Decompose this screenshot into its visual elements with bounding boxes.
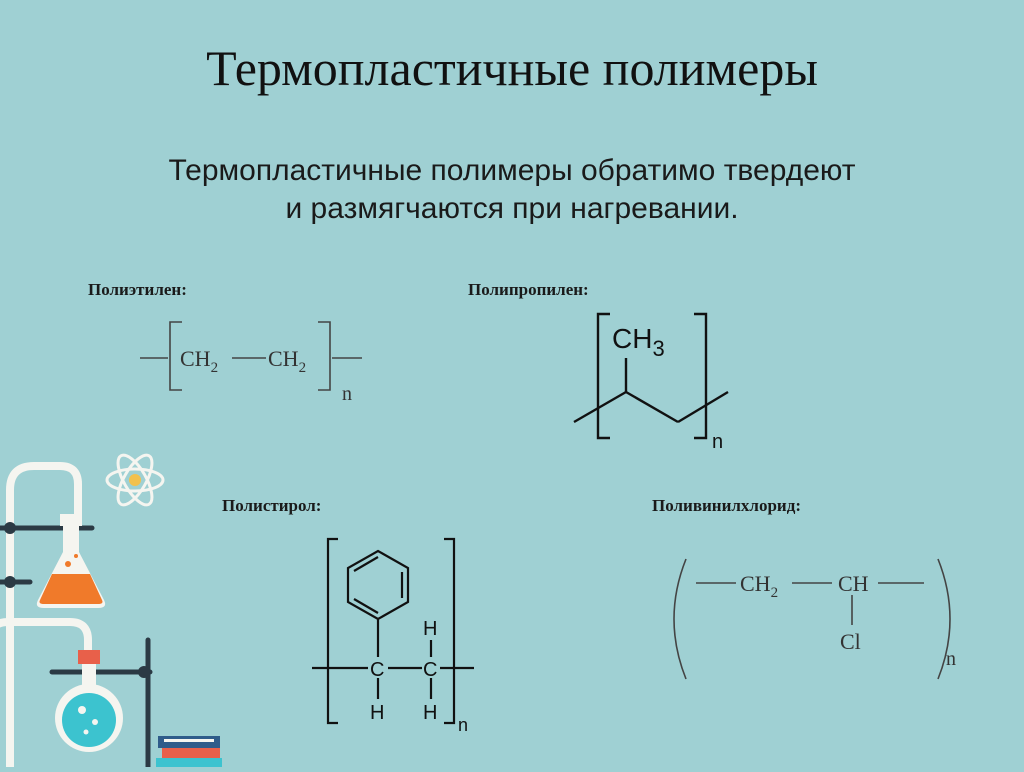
subtitle-line-1: Термопластичные полимеры обратимо тверде… — [168, 154, 856, 187]
polystyrene-c-1: C — [370, 659, 384, 681]
pvc-ch2: CH2 — [740, 571, 778, 601]
polyethylene-n: n — [342, 383, 352, 405]
pvc-cl: Cl — [840, 629, 861, 654]
pvc-formula: CH2 CH Cl n — [662, 555, 972, 690]
lab-illustration — [0, 440, 240, 772]
atom-icon — [105, 453, 165, 507]
polypropylene-n: n — [712, 431, 723, 453]
polyethylene-formula: CH2 CH2 n — [140, 318, 370, 408]
polystyrene-h-bottom-1: H — [370, 702, 384, 724]
pvc-ch: CH — [838, 571, 869, 596]
polystyrene-h-bottom-2: H — [423, 702, 437, 724]
lab-stand-icon — [0, 462, 92, 771]
pvc-label: Поливинилхлорид: — [652, 496, 801, 515]
polystyrene-label: Полистирол: — [222, 496, 322, 515]
orange-flask-icon — [36, 514, 106, 608]
subtitle-line-2: и размягчаются при нагревании. — [285, 192, 739, 225]
polystyrene-n: n — [458, 715, 468, 735]
slide-subtitle: Термопластичные полимеры обратимо тверде… — [0, 152, 1024, 228]
polypropylene-ch3: CH3 — [612, 323, 665, 361]
polystyrene-h-top: H — [423, 618, 437, 640]
polypropylene-label: Полипропилен: — [468, 280, 589, 299]
polyethylene-ch2-2: CH2 — [268, 346, 306, 376]
slide-title: Термопластичные полимеры — [206, 40, 818, 96]
books-icon — [156, 736, 222, 767]
polyethylene-label: Полиэтилен: — [88, 280, 187, 299]
pvc-n: n — [946, 648, 956, 670]
polystyrene-c-2: C — [423, 659, 437, 681]
polyethylene-ch2-1: CH2 — [180, 346, 218, 376]
polypropylene-formula: CH3 n — [570, 310, 740, 455]
blue-flask-icon — [55, 650, 123, 752]
polystyrene-formula: C C H H H n — [312, 535, 482, 735]
